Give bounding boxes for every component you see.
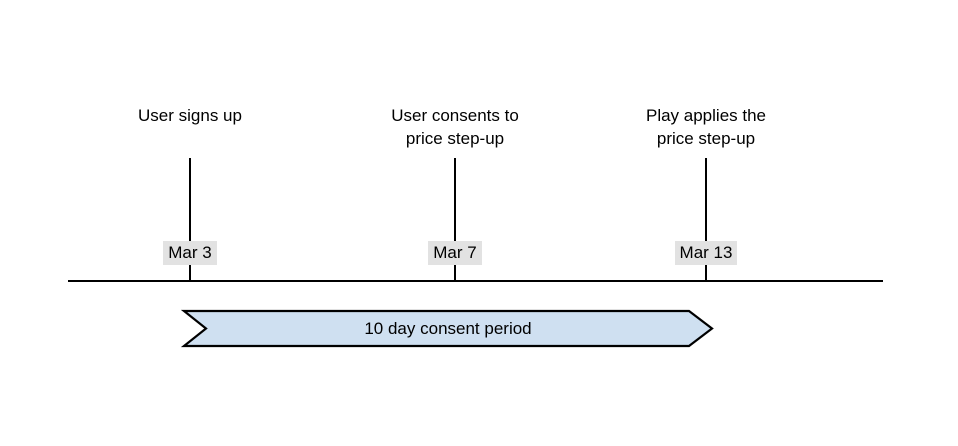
- event-tick-icon: [189, 158, 191, 282]
- banner-polygon: [180, 309, 714, 348]
- event-date-container: Mar 13: [576, 241, 836, 265]
- timeline-axis: [68, 280, 883, 282]
- event-label: Play applies the price step-up: [645, 106, 767, 148]
- event-date-badge: Mar 7: [428, 241, 482, 265]
- event-label: User signs up: [138, 106, 242, 125]
- event-date-container: Mar 3: [60, 241, 320, 265]
- event-date-badge: Mar 13: [674, 241, 738, 265]
- event-tick-icon: [454, 158, 456, 282]
- consent-period-banner: 10 day consent period: [180, 309, 714, 348]
- event-label: User consents to price step-up: [391, 106, 519, 148]
- event-tick-icon: [705, 158, 707, 282]
- event-date-badge: Mar 3: [163, 241, 217, 265]
- event-date-container: Mar 7: [325, 241, 585, 265]
- banner-arrow-shape-icon: [180, 309, 714, 348]
